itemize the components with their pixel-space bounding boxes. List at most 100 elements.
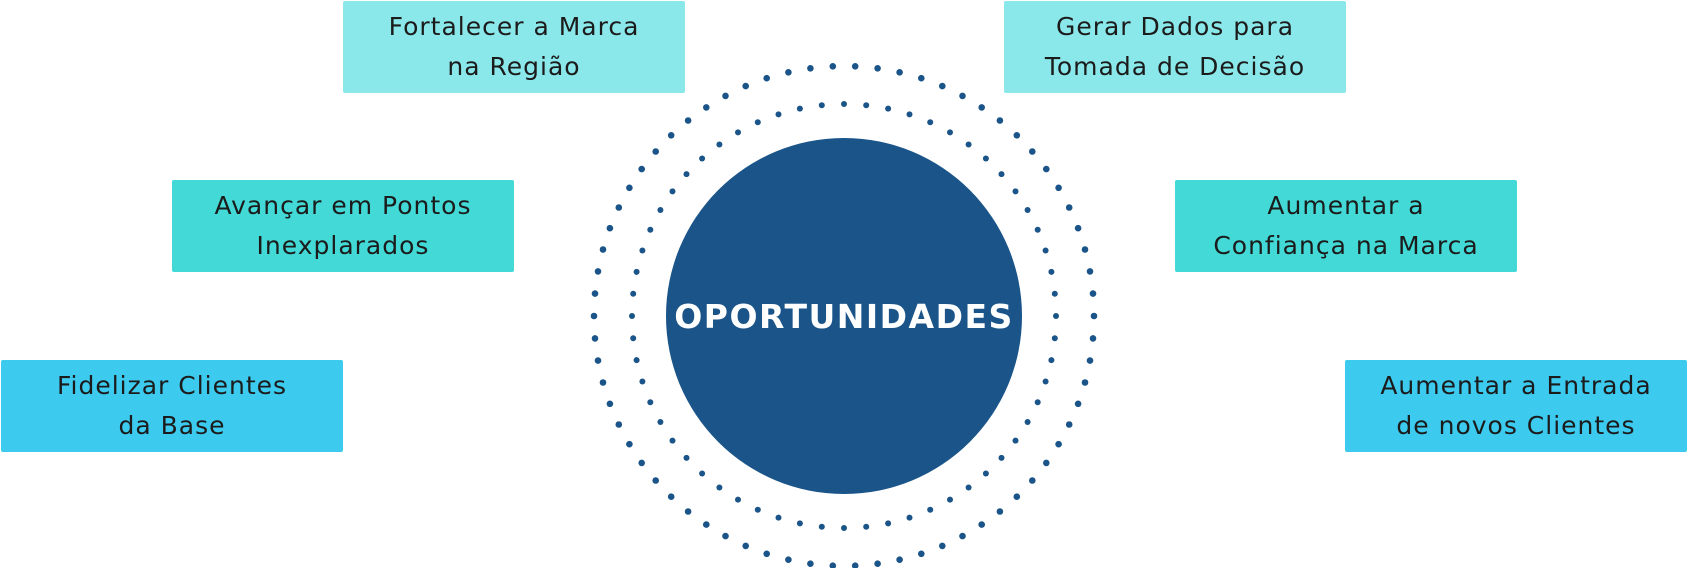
inner-ring-dot [998,171,1005,178]
outer-ring-dot [896,69,903,76]
outer-ring-dot [996,117,1004,124]
outer-ring-dot [626,184,633,192]
inner-ring-dot [657,419,664,425]
inner-ring-dot [906,514,913,521]
box-aumentar-entrada-line1: Aumentar a Entrada [1380,371,1652,400]
outer-ring-dot [785,556,792,563]
inner-ring-dot [735,129,741,136]
outer-ring-dot [1043,459,1050,467]
inner-ring-dot [927,119,934,126]
inner-ring-dot [1012,188,1019,195]
outer-ring-dot [785,69,792,76]
outer-ring-dot [667,493,675,501]
outer-ring-dot [615,421,623,428]
inner-ring-dot [735,496,741,503]
inner-ring-dot [998,454,1005,461]
inner-ring-dot [818,102,825,109]
outer-ring-dot [959,92,966,100]
outer-ring-dot [591,335,599,342]
outer-ring-dot [1089,290,1097,297]
inner-ring-dot [633,357,640,364]
center-circle: OPORTUNIDADES [666,138,1022,494]
box-avancar-pontos: Avançar em Pontos Inexplarados [172,180,514,272]
outer-ring-dot [615,204,623,211]
outer-ring-dot [703,521,710,528]
outer-ring-dot [1089,335,1097,342]
inner-ring-dot [754,119,761,126]
outer-ring-dot [939,542,946,550]
box-avancar-pontos-line1: Avançar em Pontos [214,191,472,220]
box-gerar-dados: Gerar Dados para Tomada de Decisão [1004,1,1346,93]
outer-ring-dot [1029,148,1036,155]
box-gerar-dados-line1: Gerar Dados para [1055,12,1295,41]
inner-ring-dot [927,506,934,513]
inner-ring-dot [1051,335,1058,342]
outer-ring-dot [1043,165,1050,173]
outer-ring-dot [684,117,692,124]
inner-ring-dot [1012,437,1019,444]
inner-ring-dot [885,520,892,527]
box-gerar-dados-line2: Tomada de Decisão [1044,52,1306,81]
inner-ring-dot [965,141,972,148]
outer-ring-dot [1055,440,1062,448]
outer-ring-dot [638,459,645,467]
outer-ring-dot [978,521,985,528]
inner-ring-dot [982,470,989,477]
inner-ring-dot [965,484,972,491]
outer-ring-dot [918,74,925,82]
outer-ring-dot [667,132,675,139]
outer-ring-dot [959,532,966,540]
inner-ring-dot [716,141,723,148]
inner-ring-dot [699,470,706,477]
outer-ring-dot [626,440,633,448]
outer-ring-dot [638,165,645,173]
box-fortalecer-marca-line1: Fortalecer a Marca [388,12,640,41]
box-aumentar-entrada-line2: de novos Clientes [1396,411,1636,440]
outer-ring-dot [703,104,710,111]
outer-ring-dot [684,508,692,515]
outer-ring-dot [851,562,859,568]
inner-ring-dot [885,105,892,112]
outer-ring-dot [1055,184,1062,192]
outer-ring-dot [851,63,859,70]
outer-ring-dot [1074,224,1082,232]
outer-ring-dot [918,550,925,558]
box-aumentar-confianca-line2: Confiança na Marca [1213,231,1479,260]
inner-ring-dot [775,514,782,521]
outer-ring-dot [722,532,729,540]
inner-ring-dot [947,496,953,503]
outer-ring-dot [599,246,607,253]
inner-ring-dot [863,102,870,109]
outer-ring-dot [652,477,659,484]
box-fortalecer-marca-line2: na Região [447,52,581,81]
outer-ring-dot [652,148,659,155]
inner-ring-dot [633,268,640,275]
box-avancar-pontos-line2: Inexplarados [256,231,430,260]
outer-ring-dot [594,268,602,275]
inner-ring-dot [683,171,690,178]
outer-ring-dot [1086,357,1094,364]
inner-ring-dot [796,105,803,112]
outer-ring-dot [606,400,614,408]
inner-ring-dot [639,378,646,385]
outer-ring-dot [1081,379,1089,386]
inner-ring-dot [1042,247,1049,254]
box-fidelizar-clientes-line2: da Base [118,411,226,440]
outer-ring-dot [590,312,598,320]
inner-ring-dot [1034,226,1041,233]
outer-ring-dot [763,550,770,558]
inner-ring-dot [818,523,825,530]
center-title: OPORTUNIDADES [674,296,1014,336]
inner-ring-dot [1024,207,1031,213]
outer-ring-dot [1065,204,1073,211]
inner-ring-dot [1034,399,1041,406]
outer-ring-dot [1013,132,1021,139]
inner-ring-dot [982,155,989,162]
inner-ring-dot [639,247,646,254]
inner-ring-dot [699,155,706,162]
outer-ring-dot [807,65,814,72]
inner-ring-dot [796,520,803,527]
inner-ring-dot [863,523,870,530]
outer-ring-dot [1081,246,1089,253]
